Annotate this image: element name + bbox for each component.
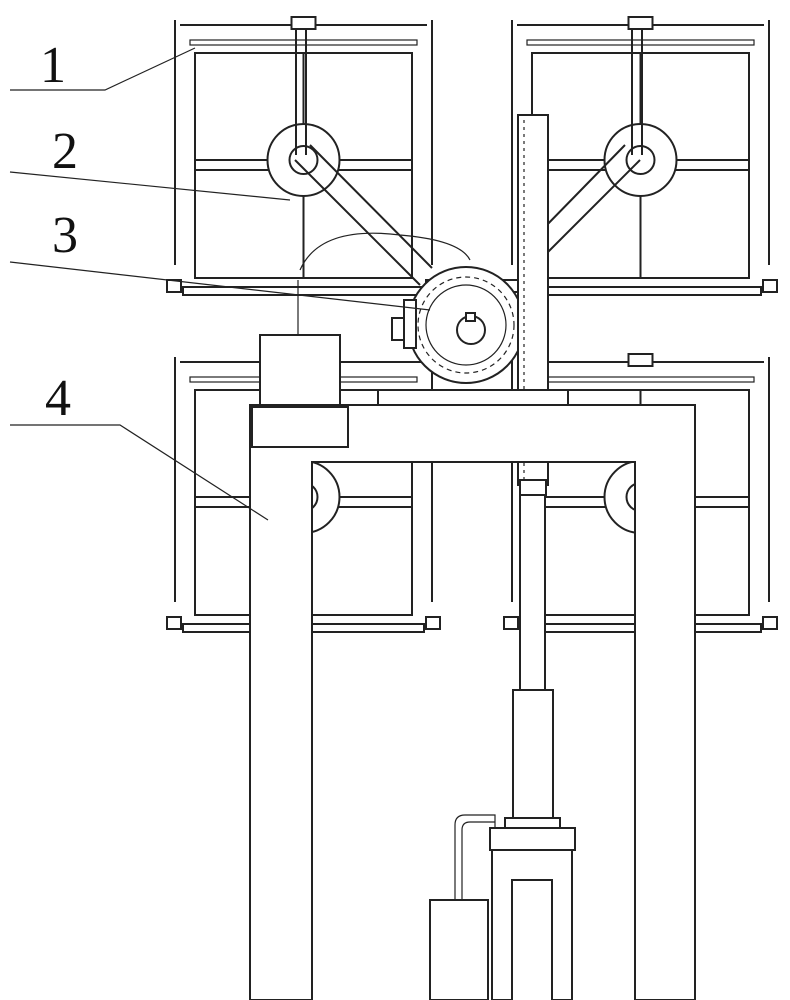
label-2: 2	[52, 123, 78, 180]
gear	[392, 267, 524, 383]
hydraulic-cylinder	[430, 495, 575, 1000]
label-1: 1	[40, 37, 66, 94]
panel-frame	[167, 17, 440, 295]
label-3: 3	[52, 207, 78, 264]
label-4: 4	[45, 370, 71, 427]
